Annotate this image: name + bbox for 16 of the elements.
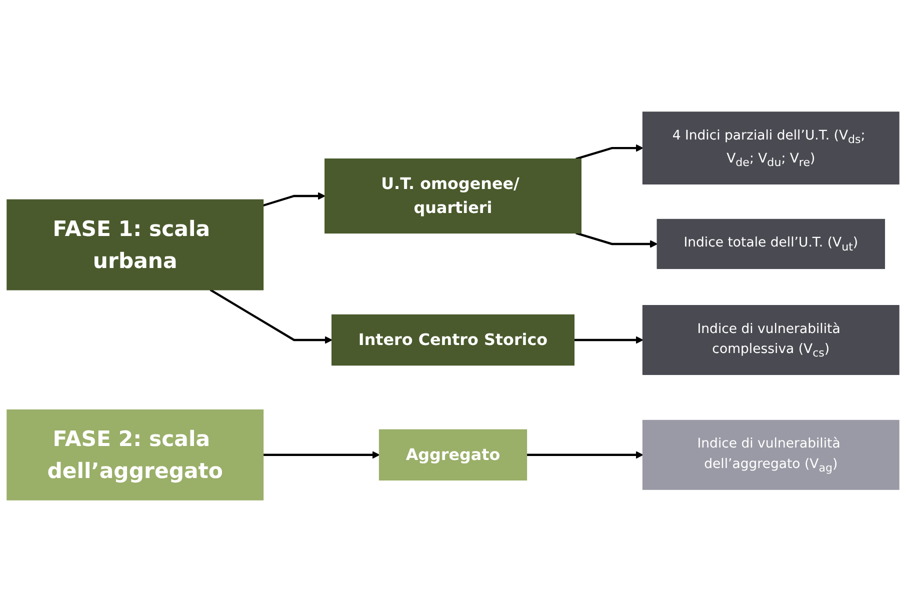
arrow xyxy=(576,232,658,248)
arrow xyxy=(262,192,326,207)
arrow xyxy=(574,336,644,344)
node-box: FASE 2: scala dell’aggregato xyxy=(6,409,264,500)
node-box: Indice di vulnerabilità dell’aggregato (V$_{ag}$) xyxy=(642,420,900,490)
node-box: 4 Indici parziali dell’U.T. (V$_{ds}$; V$_{de}$; V$_{du}$; V$_{re}$) xyxy=(642,112,900,184)
node-box: Aggregato xyxy=(378,429,528,481)
node-box: Indice totale dell’U.T. (V$_{ut}$) xyxy=(656,218,886,270)
arrow xyxy=(576,144,644,160)
arrow xyxy=(263,451,380,459)
node-box: Indice di vulnerabilità complessiva (V$_{cs}$) xyxy=(642,305,900,375)
arrow xyxy=(210,288,332,344)
node-box: U.T. omogenee/ quartieri xyxy=(324,158,582,234)
node-box: FASE 1: scala urbana xyxy=(6,199,264,290)
node-box: Intero Centro Storico xyxy=(332,314,574,366)
arrow xyxy=(526,451,644,459)
